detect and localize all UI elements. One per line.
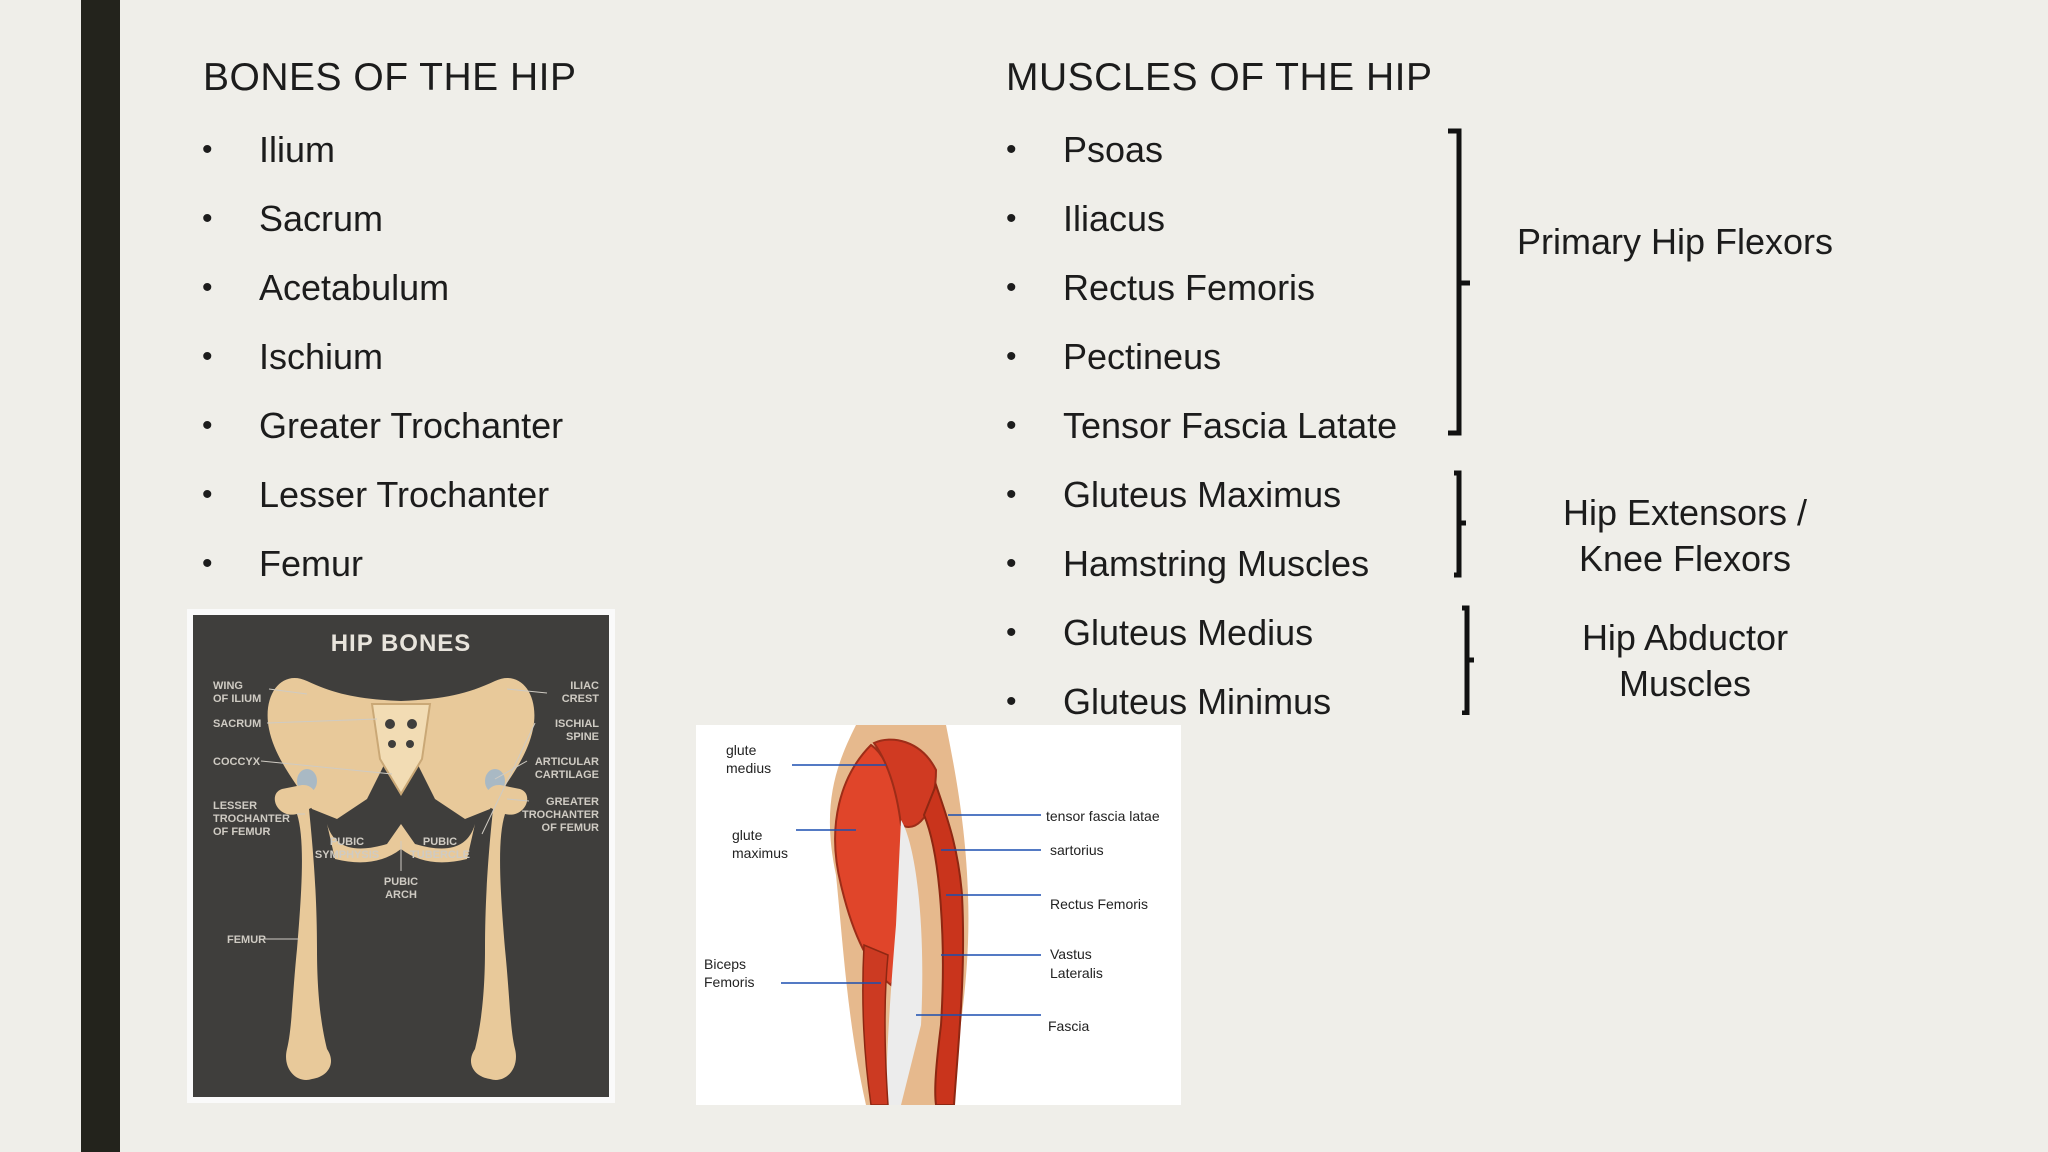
hip-bones-image: HIP BONES WING OF ILIUM SACRUM COCCYX LE… — [187, 609, 615, 1103]
bullet: • — [202, 340, 213, 373]
bullet: • — [1006, 478, 1017, 511]
muscle-tensor-fascia: Tensor Fascia Latate — [1063, 405, 1398, 446]
sidebar-accent-bar — [81, 0, 120, 1152]
pelvis-shape — [267, 677, 535, 819]
bullet: • — [202, 133, 213, 166]
label-tfl: tensor fascia latae — [1046, 808, 1160, 824]
abductors-label-line1: Hip Abductor — [1581, 617, 1789, 658]
label-tubercle: TUBERCLE — [410, 849, 470, 861]
label-greater: GREATER — [546, 796, 599, 808]
muscles-heading: MUSCLES OF THE HIP — [1006, 56, 1433, 99]
muscle-hamstring: Hamstring Muscles — [1063, 543, 1370, 584]
abductors-label: Hip Abductor Muscles — [1515, 615, 1855, 707]
bullet: • — [202, 202, 213, 235]
hip-bones-illustration: HIP BONES WING OF ILIUM SACRUM COCCYX LE… — [193, 615, 609, 1097]
label-lateralis: Lateralis — [1050, 965, 1103, 981]
label-sacrum: SACRUM — [213, 718, 261, 730]
leg-muscles-image: glute medius glute maximus Biceps Femori… — [696, 725, 1181, 1106]
label-glute: glute — [726, 742, 757, 758]
bullet: • — [1006, 409, 1017, 442]
label-wing: WING — [213, 680, 243, 692]
label-glute-2: glute — [732, 827, 763, 843]
bullet: • — [1006, 133, 1017, 166]
bullet: • — [1006, 340, 1017, 373]
label-femur: FEMUR — [227, 934, 266, 946]
bullet: • — [1006, 547, 1017, 580]
bullet: • — [1006, 271, 1017, 304]
fascia-shape — [886, 820, 923, 1105]
label-femoris: Femoris — [704, 974, 755, 990]
label-medius: medius — [726, 760, 771, 776]
label-crest: CREST — [562, 693, 600, 705]
bone-lesser-trochanter: Lesser Trochanter — [259, 474, 550, 515]
hip-bones-title: HIP BONES — [331, 630, 472, 657]
bone-ilium: Ilium — [259, 129, 336, 170]
bone-greater-trochanter: Greater Trochanter — [259, 405, 564, 446]
label-spine: SPINE — [566, 731, 599, 743]
muscle-rectus-femoris: Rectus Femoris — [1063, 267, 1316, 308]
abductors-label-line2: Muscles — [1618, 663, 1752, 704]
bone-ischium: Ischium — [259, 336, 384, 377]
label-cartilage: CARTILAGE — [535, 769, 599, 781]
label-trochanter-2: TROCHANTER — [522, 809, 599, 821]
bullet: • — [1006, 202, 1017, 235]
bones-heading: BONES OF THE HIP — [203, 56, 577, 99]
label-biceps: Biceps — [704, 956, 746, 972]
extensors-bracket — [1454, 470, 1466, 578]
flexors-label: Primary Hip Flexors — [1516, 221, 1834, 262]
label-of-femur-2: OF FEMUR — [542, 822, 599, 834]
label-pubic-2: PUBIC — [423, 836, 457, 848]
label-coccyx: COCCYX — [213, 756, 261, 768]
bullet: • — [1006, 616, 1017, 649]
bullet: • — [202, 547, 213, 580]
flexors-bracket — [1448, 128, 1470, 436]
label-rectus: Rectus Femoris — [1050, 896, 1148, 912]
leg-muscles-illustration: glute medius glute maximus Biceps Femori… — [704, 725, 1160, 1106]
bone-sacrum: Sacrum — [259, 198, 384, 239]
muscle-psoas: Psoas — [1063, 129, 1164, 170]
bullet: • — [1006, 685, 1017, 718]
label-arch: ARCH — [385, 889, 417, 901]
label-of-ilium: OF ILIUM — [213, 693, 261, 705]
bullet: • — [202, 478, 213, 511]
label-symphysis: SYMPHYSIS — [315, 849, 379, 861]
label-ischial: ISCHIAL — [555, 718, 599, 730]
rectus-femoris-shape — [922, 782, 965, 1106]
muscle-iliacus: Iliacus — [1063, 198, 1166, 239]
muscle-gluteus-minimus: Gluteus Minimus — [1063, 681, 1332, 722]
label-vastus: Vastus — [1050, 946, 1092, 962]
label-maximus: maximus — [732, 845, 788, 861]
extensors-label: Hip Extensors / Knee Flexors — [1515, 490, 1855, 582]
bullet: • — [202, 271, 213, 304]
label-pubic-1: PUBIC — [330, 836, 364, 848]
bullet: • — [202, 409, 213, 442]
label-articular: ARTICULAR — [535, 756, 599, 768]
label-pubic-3: PUBIC — [384, 876, 418, 888]
label-of-femur: OF FEMUR — [213, 826, 270, 838]
muscle-gluteus-medius: Gluteus Medius — [1063, 612, 1314, 653]
label-iliac: ILIAC — [570, 680, 599, 692]
label-sartorius: sartorius — [1050, 842, 1104, 858]
label-fascia: Fascia — [1048, 1018, 1089, 1034]
bone-femur: Femur — [259, 543, 364, 584]
muscle-gluteus-maximus: Gluteus Maximus — [1063, 474, 1342, 515]
label-lesser: LESSER — [213, 800, 257, 812]
right-femur-shape — [470, 784, 528, 1080]
bone-acetabulum: Acetabulum — [259, 267, 450, 308]
muscle-pectineus: Pectineus — [1063, 336, 1222, 377]
extensors-label-line1: Hip Extensors / — [1562, 492, 1808, 533]
abductors-bracket — [1462, 605, 1474, 715]
extensors-label-line2: Knee Flexors — [1578, 538, 1792, 579]
label-trochanter: TROCHANTER — [213, 813, 290, 825]
left-femur-shape — [274, 784, 332, 1080]
